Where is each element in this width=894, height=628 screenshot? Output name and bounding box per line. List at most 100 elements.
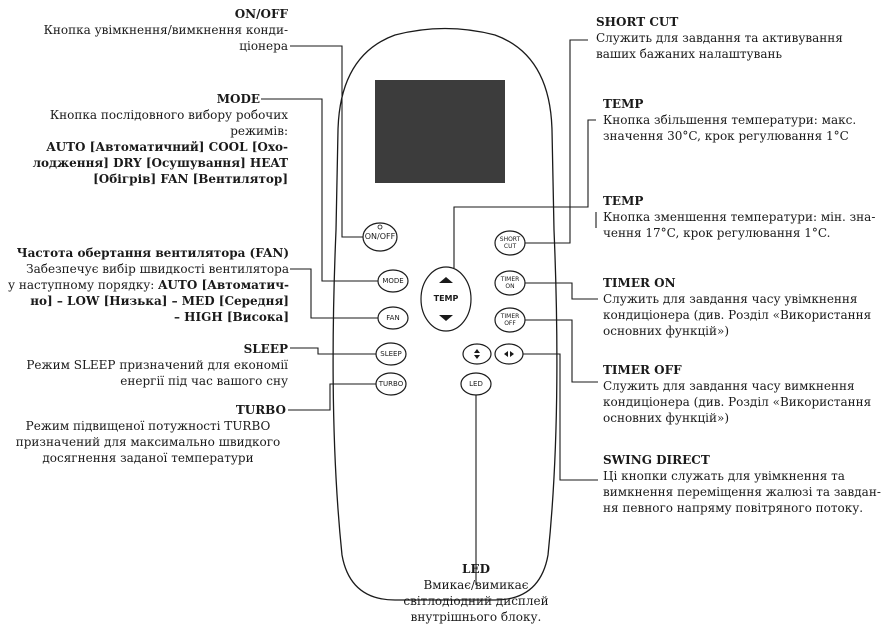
callout-sleep-title: SLEEP bbox=[243, 342, 288, 356]
callout-led-line-3: внутрішнього блоку. bbox=[410, 610, 542, 624]
callout-timer-on-line-3: основних функцій») bbox=[603, 324, 730, 338]
callout-turbo: TURBO bbox=[10, 402, 286, 418]
callout-shortcut-line-2: ваших бажаних налаштувань bbox=[596, 47, 783, 61]
power-indicator bbox=[377, 224, 383, 230]
callout-turbo-line-2: призначений для максимально швидкого bbox=[15, 435, 281, 449]
callout-mode-line-1: Кнопка послідовного вибору робочих bbox=[49, 108, 288, 122]
callout-turbo-desc: Режим підвищеної потужності TURBO призна… bbox=[2, 418, 294, 466]
callout-turbo-line-1: Режим підвищеної потужності TURBO bbox=[25, 419, 271, 433]
temp-down-arrow-icon bbox=[439, 315, 453, 321]
led-button-label: LED bbox=[469, 380, 483, 388]
turbo-button[interactable]: TURBO bbox=[376, 379, 406, 389]
callout-swing-line-2: вимкнення переміщення жалюзі та завдан- bbox=[603, 485, 881, 499]
callout-timer-off-line-1: Служить для завдання часу вимкнення bbox=[603, 379, 855, 393]
mode-button[interactable]: MODE bbox=[378, 276, 408, 286]
callout-temp-up-title: TEMP bbox=[603, 97, 644, 111]
led-button[interactable]: LED bbox=[461, 379, 491, 389]
leader-sleep bbox=[290, 347, 376, 355]
callout-fan-line-2-bold: AUTO [Автоматич- bbox=[158, 278, 289, 292]
callout-timer-on-line-1: Служить для завдання часу увімкнення bbox=[603, 292, 858, 306]
callout-sleep: SLEEP Режим SLEEP призначений для економ… bbox=[10, 341, 288, 389]
leader-onoff bbox=[290, 45, 363, 238]
leader-turbo bbox=[288, 383, 376, 411]
fan-button-label: FAN bbox=[386, 314, 400, 322]
mode-button-label: MODE bbox=[382, 277, 404, 285]
callout-timer-off: TIMER OFF Служить для завдання часу вимк… bbox=[603, 362, 893, 426]
fan-button[interactable]: FAN bbox=[378, 313, 408, 323]
callout-temp-down-title: TEMP bbox=[603, 194, 644, 208]
callout-timer-on-title: TIMER ON bbox=[603, 276, 676, 290]
remote-body bbox=[332, 27, 558, 601]
callout-mode-desc: Кнопка послідовного вибору робочих режим… bbox=[10, 107, 288, 187]
callout-swing-line-3: ня певного напряму повітряного потоку. bbox=[603, 501, 864, 515]
callout-turbo-title: TURBO bbox=[235, 403, 286, 417]
callout-temp-down-line-2: чення 17°C, крок регулювання 1°C. bbox=[603, 226, 831, 240]
shortcut-label-1: SHORT bbox=[499, 236, 521, 243]
callout-fan-bold-1: но] – LOW [Низька] – MED [Середня] bbox=[30, 294, 289, 308]
callout-timer-off-line-2: кондиціонера (див. Розділ «Використання bbox=[603, 395, 872, 409]
callout-temp-up: TEMP Кнопка збільшення температури: макс… bbox=[603, 96, 893, 144]
swing-up-down-icon bbox=[474, 349, 480, 359]
callout-timer-on: TIMER ON Служить для завдання часу увімк… bbox=[603, 275, 893, 339]
swing-up-down-button-shape bbox=[462, 343, 492, 365]
callout-fan-bold-2: – HIGH [Висока] bbox=[173, 310, 289, 324]
callout-mode-bold-2: лодження] DRY [Осушування] HEAT bbox=[32, 156, 288, 170]
leader-mode bbox=[261, 98, 378, 282]
callout-swing-title: SWING DIRECT bbox=[603, 453, 710, 467]
callout-fan-title: Частота обертання вентилятора (FAN) bbox=[16, 246, 289, 260]
leader-timer-off bbox=[525, 319, 598, 383]
callout-temp-up-line-1: Кнопка збільшення температури: макс. bbox=[603, 113, 857, 127]
callout-shortcut: SHORT CUT Служить для завдання та активу… bbox=[596, 14, 892, 62]
callout-led-line-1: Вмикає/вимикає bbox=[423, 578, 529, 592]
callout-shortcut-line-1: Служить для завдання та активування bbox=[596, 31, 843, 45]
callout-sleep-line-1: Режим SLEEP призначений для економії bbox=[26, 358, 288, 372]
callout-temp-up-line-2: значення 30°C, крок регулювання 1°C bbox=[603, 129, 849, 143]
callout-sleep-line-2: енергії під час вашого сну bbox=[120, 374, 288, 388]
turbo-button-label: TURBO bbox=[378, 380, 404, 388]
callout-temp-down-line-1: Кнопка зменшення температури: мін. зна- bbox=[603, 210, 876, 224]
timer-off-label-1: TIMER bbox=[500, 313, 520, 320]
callout-led: LED Вмикає/вимикає світлодіодний дисплей… bbox=[366, 561, 586, 625]
timer-on-label-1: TIMER bbox=[500, 276, 520, 283]
callout-timer-off-title: TIMER OFF bbox=[603, 363, 682, 377]
callout-temp-down: TEMP Кнопка зменшення температури: мін. … bbox=[603, 193, 893, 241]
callout-mode-title: MODE bbox=[216, 92, 260, 106]
callout-mode: MODE bbox=[10, 91, 260, 107]
callout-shortcut-title: SHORT CUT bbox=[596, 15, 679, 29]
callout-mode-bold-1: AUTO [Автоматичний] COOL [Охо- bbox=[46, 140, 288, 154]
leader-temp-up bbox=[453, 119, 596, 268]
swing-left-right-icon bbox=[504, 351, 514, 357]
onoff-button-label: ON/OFF bbox=[364, 232, 396, 241]
sleep-button[interactable]: SLEEP bbox=[376, 349, 406, 359]
remote-display bbox=[375, 80, 505, 183]
callout-onoff-line-1: Кнопка увімкнення/вимкнення конди- bbox=[43, 23, 288, 37]
callout-fan: Частота обертання вентилятора (FAN) Забе… bbox=[0, 245, 289, 325]
temp-button-label: TEMP bbox=[433, 294, 459, 303]
temp-button-shape bbox=[420, 266, 472, 332]
callout-mode-bold-3: [Обігрів] FAN [Вентилятор] bbox=[93, 172, 288, 186]
callout-fan-line-1: Забезпечує вибір швидкості вентилятора bbox=[26, 262, 289, 276]
callout-mode-line-2: режимів: bbox=[230, 124, 288, 138]
callout-timer-off-line-3: основних функцій») bbox=[603, 411, 730, 425]
onoff-button[interactable]: ON/OFF bbox=[362, 232, 398, 242]
temp-up-arrow-icon bbox=[439, 277, 453, 283]
temp-button[interactable]: TEMP bbox=[426, 294, 466, 304]
shortcut-label-2: CUT bbox=[503, 243, 517, 250]
callout-fan-line-2: у наступному порядку: bbox=[7, 278, 159, 292]
callout-turbo-line-3: досягнення заданої температури bbox=[42, 451, 254, 465]
callout-timer-on-line-2: кондиціонера (див. Розділ «Використання bbox=[603, 308, 872, 322]
timer-on-label-2: ON bbox=[505, 283, 515, 290]
leader-shortcut bbox=[525, 39, 588, 244]
callout-led-title: LED bbox=[462, 562, 490, 576]
leader-swing bbox=[523, 353, 598, 481]
sleep-button-label: SLEEP bbox=[380, 350, 402, 358]
swing-up-down-button[interactable] bbox=[463, 344, 491, 364]
callout-onoff: ON/OFF Кнопка увімкнення/вимкнення конди… bbox=[10, 6, 288, 54]
timer-off-label-2: OFF bbox=[504, 320, 516, 327]
callout-swing: SWING DIRECT Ці кнопки служать для увімк… bbox=[603, 452, 893, 516]
swing-left-right-button[interactable] bbox=[495, 344, 523, 364]
